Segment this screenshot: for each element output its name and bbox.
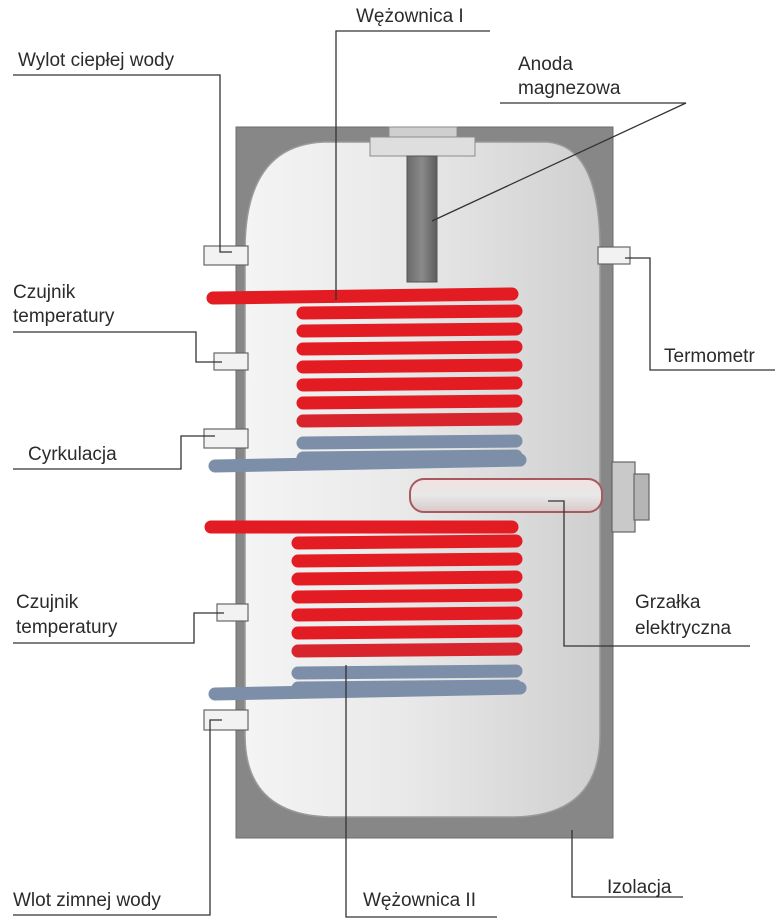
leader-thermometer xyxy=(625,257,775,371)
circulation-pipe xyxy=(203,428,249,449)
lower-coil-turn xyxy=(291,606,523,622)
hot-water-outlet-pipe xyxy=(203,245,249,266)
label-anode-line2: magnezowa xyxy=(518,78,621,99)
label-electric-heater-line2: elektryczna xyxy=(635,618,732,639)
label-upper-sensor-line1: Czujnik xyxy=(13,282,76,303)
upper-coil-outlet-pipe xyxy=(208,453,527,473)
label-electric-heater-line1: Grzałka xyxy=(635,592,701,613)
label-thermometer: Termometr xyxy=(664,346,755,367)
leader-lower-sensor xyxy=(13,612,224,644)
leader-anode xyxy=(431,102,687,222)
label-lower-coil: Wężownica II xyxy=(363,890,476,911)
upper-coil-turn xyxy=(296,304,523,320)
label-cold-water-inlet: Wlot zimnej wody xyxy=(13,890,161,911)
upper-coil xyxy=(206,287,527,473)
thermometer-socket xyxy=(597,246,631,265)
leader-upper-coil xyxy=(335,30,490,300)
leader-insulation xyxy=(571,830,683,898)
electric-heater-head xyxy=(633,473,650,521)
lower-coil-turn xyxy=(291,570,523,586)
upper-coil-turn xyxy=(296,358,523,374)
lower-coil-turn xyxy=(291,588,523,604)
cold-water-inlet-pipe xyxy=(203,709,249,731)
label-anode-line1: Anoda xyxy=(518,54,573,75)
lower-coil-turn xyxy=(291,664,523,680)
upper-coil-turn xyxy=(296,376,523,392)
leader-electric-heater xyxy=(548,500,750,647)
upper-coil-turn xyxy=(296,322,523,338)
lower-coil-turn xyxy=(291,624,523,640)
upper-coil-turn xyxy=(296,434,523,450)
lower-coil-outlet-pipe xyxy=(208,681,527,701)
label-circulation: Cyrkulacja xyxy=(28,444,117,465)
label-lower-sensor-line1: Czujnik xyxy=(16,592,79,613)
electric-heater-flange xyxy=(611,461,636,533)
label-insulation: Izolacja xyxy=(607,877,672,898)
leader-lines xyxy=(13,30,775,918)
upper-coil-inlet-pipe xyxy=(206,287,519,305)
magnesium-anode xyxy=(406,155,438,283)
electric-heater-rod xyxy=(409,478,603,513)
leader-lower-coil xyxy=(345,665,497,918)
upper-coil-turn xyxy=(296,340,523,356)
label-upper-sensor-line2: temperatury xyxy=(13,306,115,327)
lower-coil-turn xyxy=(291,534,523,550)
leader-circulation xyxy=(13,435,215,470)
leader-hot-water-outlet xyxy=(13,74,232,253)
upper-coil-turn xyxy=(296,412,523,428)
lower-coil-turn xyxy=(291,552,523,568)
label-lower-sensor-line2: temperatury xyxy=(16,617,118,638)
leader-cold-water-inlet xyxy=(13,719,222,916)
anode-cap xyxy=(369,136,476,157)
label-upper-coil: Wężownica I xyxy=(356,6,464,27)
lower-coil xyxy=(204,520,527,701)
leader-upper-sensor xyxy=(13,331,222,363)
lower-coil-turn xyxy=(291,642,523,658)
upper-coil-turn xyxy=(296,394,523,410)
label-hot-water-outlet: Wylot ciepłej wody xyxy=(18,50,175,71)
